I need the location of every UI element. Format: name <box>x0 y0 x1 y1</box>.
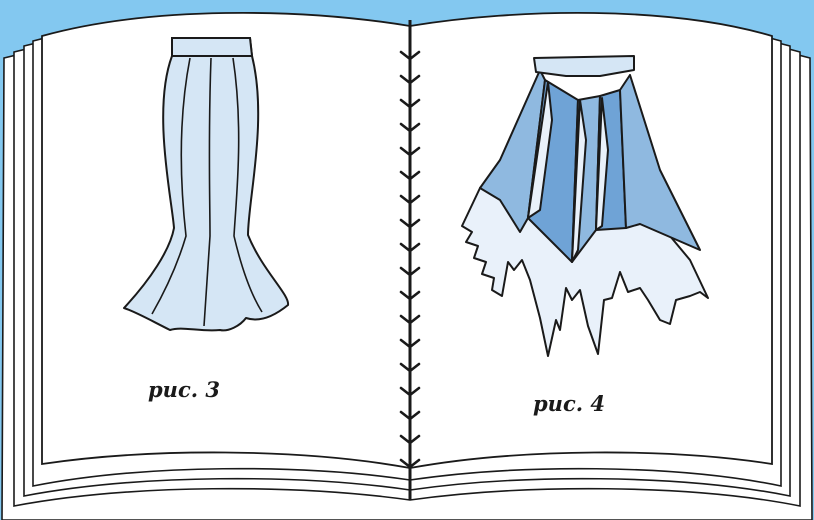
spine-stitch <box>399 74 421 85</box>
skirt-waistband <box>533 55 635 77</box>
figure-4-caption: рис. 4 <box>533 391 605 416</box>
spine-stitch <box>399 146 421 157</box>
mermaid-skirt-seams <box>151 57 263 327</box>
spine-stitch <box>399 266 421 277</box>
spine-stitch <box>399 194 421 205</box>
spine-stitch <box>399 362 421 373</box>
spine-stitch <box>399 314 421 325</box>
mermaid-skirt-waistband <box>171 37 254 57</box>
spine-stitch <box>399 410 421 421</box>
figure-3-caption: рис. 3 <box>148 377 220 402</box>
handkerchief-skirt-drawing <box>461 55 709 357</box>
spine-stitch <box>399 338 421 349</box>
mermaid-skirt-drawing <box>123 37 290 332</box>
skirt-pleat-insets <box>527 81 609 263</box>
spine-stitch <box>399 434 421 445</box>
spine-stitch <box>399 218 421 229</box>
spine-stitch <box>399 122 421 133</box>
spine-stitch <box>399 98 421 109</box>
spine-stitch <box>399 458 421 469</box>
spine-stitches <box>399 50 421 469</box>
mermaid-skirt-body <box>123 37 290 332</box>
skirt-panel-5 <box>619 74 701 251</box>
spine-stitch <box>399 386 421 397</box>
spine-stitch <box>399 170 421 181</box>
book-spine <box>399 20 421 500</box>
spine-stitch <box>399 50 421 61</box>
spine-stitch <box>399 290 421 301</box>
spine-stitch <box>399 242 421 253</box>
